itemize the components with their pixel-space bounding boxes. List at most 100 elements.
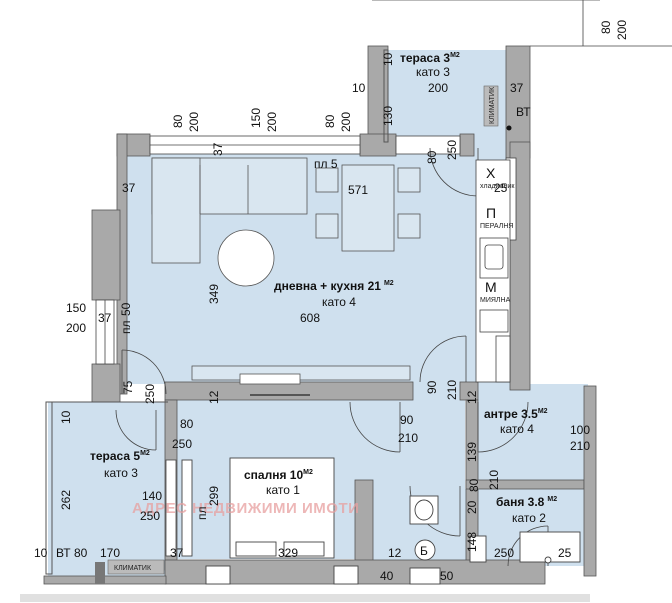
dim: 80 <box>323 114 337 128</box>
dim: 250 <box>143 384 157 404</box>
room-terrace-top-name: тераса 3M2 <box>400 51 460 65</box>
vt-dot <box>506 125 512 131</box>
dim: 80 <box>467 478 481 492</box>
dim: 150 <box>66 301 86 315</box>
dim: 200 <box>265 112 279 132</box>
dim: 80 <box>180 417 194 431</box>
dim: 50 <box>440 569 454 583</box>
railings <box>45 49 389 575</box>
dim: 170 <box>100 546 120 560</box>
dim: 10 <box>34 546 48 560</box>
dim: 200 <box>339 112 353 132</box>
room-terrace-top-floor: като 3 <box>416 65 450 79</box>
living-furniture <box>151 157 421 396</box>
dim: 75 <box>121 380 135 394</box>
room-terrace-left-floor: като 3 <box>104 466 138 480</box>
washer-icon: П <box>486 205 496 221</box>
dim: 250 <box>140 509 160 523</box>
dim: 37 <box>98 311 112 325</box>
dim: 12 <box>207 390 221 404</box>
kitchen-icons: Х хладилник П ПЕРАЛНЯ М МИЯЛНА Б <box>420 165 515 558</box>
dim: 25 <box>558 546 572 560</box>
dim: 80 <box>425 150 439 164</box>
bath-fixtures <box>409 495 581 585</box>
dim: 20 <box>465 500 479 514</box>
klimatik-box <box>483 85 499 127</box>
dim: 25 <box>494 181 508 195</box>
dim: 210 <box>445 380 459 400</box>
dim: 299 <box>207 486 221 506</box>
room-living-floor: като 4 <box>322 295 356 309</box>
dim: 139 <box>465 442 479 462</box>
dim: 10 <box>352 81 366 95</box>
label-pl: пл 5 <box>314 157 338 171</box>
dim: 37 <box>211 142 225 156</box>
dim: 40 <box>380 569 394 583</box>
column-bottom <box>95 562 105 584</box>
bottom-strip <box>20 594 590 602</box>
dishwasher-label: МИЯЛНА <box>480 297 511 304</box>
fridge-icon: Х <box>486 165 496 181</box>
dim: 329 <box>278 546 298 560</box>
dim: 210 <box>570 439 590 453</box>
dim: 262 <box>59 490 73 510</box>
dim: 100 <box>570 423 590 437</box>
dim: 90 <box>425 380 439 394</box>
dim: 200 <box>428 81 448 95</box>
dim: 150 <box>249 108 263 128</box>
room-terrace-left-name: тераса 5M2 <box>90 449 150 463</box>
room-hall-name: антре 3.5M2 <box>484 407 548 421</box>
room-hall-floor: като 4 <box>500 422 534 436</box>
dim: 250 <box>172 437 192 451</box>
kitchen-counter <box>475 159 511 383</box>
label-vt: ВТ <box>516 105 531 119</box>
dim: 80 <box>171 114 185 128</box>
dim: 250 <box>445 140 459 160</box>
dim: 90 <box>400 413 414 427</box>
dim: 200 <box>66 321 86 335</box>
dim: 210 <box>487 470 501 490</box>
dimension-lines-top-right <box>372 0 672 47</box>
dim: 10 <box>381 52 395 66</box>
dim: 12 <box>388 546 402 560</box>
label-vt-bottom: ВТ <box>56 546 71 560</box>
dim: 148 <box>465 532 479 552</box>
dim: 210 <box>398 431 418 445</box>
dim: 80 <box>599 20 613 34</box>
label-klimatik-bottom: КЛИМАТИК <box>114 565 152 572</box>
room-bath-floor: като 2 <box>512 511 546 525</box>
dim: 200 <box>615 20 629 40</box>
watermark: АДРЕС НЕДВИЖИМИ ИМОТИ <box>132 500 359 517</box>
dim: 200 <box>187 112 201 132</box>
washer-label: ПЕРАЛНЯ <box>480 223 513 230</box>
dim: 50 <box>119 302 133 316</box>
dim: 140 <box>142 489 162 503</box>
dim: 130 <box>381 106 395 126</box>
dim: 250 <box>494 546 514 560</box>
label-pl-bed: пл <box>195 507 209 521</box>
dim: 571 <box>348 183 368 197</box>
fridge-label: хладилник <box>480 183 515 190</box>
klimatik-bottom-box <box>107 559 165 575</box>
dim: 37 <box>510 81 524 95</box>
boiler-icon: Б <box>420 544 428 558</box>
dim: 80 <box>74 546 88 560</box>
dim: 37 <box>170 546 184 560</box>
dim: 37 <box>122 181 136 195</box>
dim: 608 <box>300 311 320 325</box>
bedroom-furniture <box>181 457 359 585</box>
label-pl-left: пл <box>119 321 133 335</box>
dim: 349 <box>207 284 221 304</box>
room-bedroom-floor: като 1 <box>266 483 300 497</box>
room-bedroom-name: спалня 10M2 <box>244 468 313 482</box>
label-klimatik: КЛИМАТИК <box>489 86 496 124</box>
dishwasher-icon: М <box>485 279 497 295</box>
dim: 12 <box>465 390 479 404</box>
dimension-labels: 80 200 10 10 200 37 130 80 200 150 200 8… <box>34 20 629 583</box>
misc-labels: ВТ КЛИМАТИК КЛИМАТИК ВТ пл 5 пл пл <box>56 85 531 575</box>
dim: 10 <box>59 410 73 424</box>
